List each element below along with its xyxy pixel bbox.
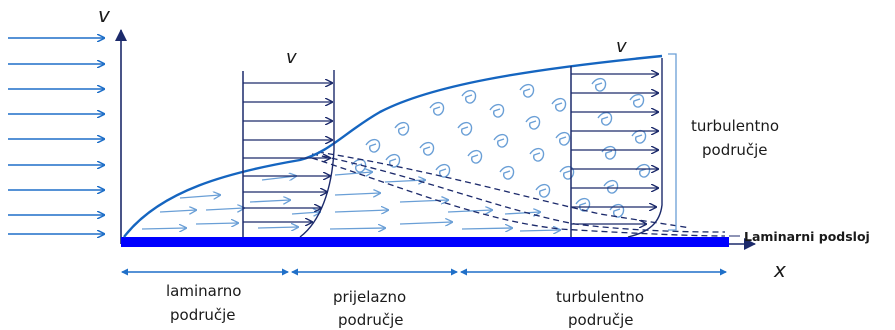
- laminar-profile-curve: [299, 70, 335, 238]
- eddy: [493, 133, 509, 148]
- eddy: [525, 115, 541, 130]
- flow-arrow: [141, 228, 186, 229]
- x-axis-label: x: [773, 258, 786, 282]
- eddy: [535, 183, 551, 198]
- flow-arrow: [179, 195, 220, 198]
- flow-arrow: [399, 222, 452, 224]
- eddy: [435, 163, 451, 178]
- region-label-turbulent-line1: turbulentno: [556, 288, 644, 306]
- flow-arrow: [519, 230, 560, 231]
- eddy: [601, 145, 617, 160]
- dashed-boundary: [311, 153, 726, 233]
- eddy: [635, 163, 651, 178]
- sublayer-dashed-lines: [311, 151, 726, 237]
- flow-arrow: [384, 180, 425, 182]
- flow-arrow: [195, 223, 238, 224]
- eddy: [385, 153, 401, 168]
- region-label-laminar-line1: laminarno: [166, 282, 241, 300]
- eddy: [519, 83, 535, 98]
- eddy: [489, 103, 505, 118]
- laminar-sublayer-label: Laminarni podsloj: [744, 229, 870, 244]
- laminar-flow-arrows: [141, 176, 320, 229]
- eddy: [591, 77, 607, 92]
- eddy: [575, 197, 591, 212]
- eddy: [429, 101, 445, 116]
- laminar-profile-label: v: [286, 47, 297, 68]
- flow-arrow: [461, 228, 512, 229]
- turbulent-eddies: [351, 77, 651, 218]
- flow-arrow: [447, 210, 492, 212]
- flow-arrow: [249, 200, 290, 202]
- flow-arrow: [261, 176, 296, 180]
- eddy: [597, 111, 613, 126]
- turbulent-side-label-line1: turbulentno: [691, 117, 779, 135]
- flow-arrow: [257, 227, 298, 228]
- eddy: [555, 131, 571, 146]
- eddy: [467, 149, 483, 164]
- dashed-boundary: [317, 151, 691, 229]
- eddy: [631, 129, 647, 144]
- flow-arrow: [291, 212, 320, 214]
- eddy: [551, 97, 567, 112]
- eddy: [419, 141, 435, 156]
- region-label-transition-line2: područje: [338, 311, 404, 329]
- flow-arrow: [399, 200, 448, 202]
- eddy: [365, 138, 381, 153]
- region-label-turbulent-line2: područje: [568, 311, 634, 329]
- eddy: [629, 93, 645, 108]
- eddy: [461, 89, 477, 104]
- y-axis-label: v: [98, 3, 111, 27]
- flow-arrow: [329, 228, 385, 229]
- eddy: [603, 179, 619, 194]
- free-stream-arrows: [8, 38, 104, 234]
- turbulent-side-label-line2: područje: [702, 141, 768, 159]
- flat-plate: [121, 237, 729, 247]
- eddy: [351, 158, 367, 173]
- turbulent-profile-curve: [627, 58, 663, 238]
- region-label-laminar-line2: područje: [170, 306, 236, 324]
- flow-arrow: [334, 193, 380, 195]
- eddy: [394, 121, 410, 136]
- laminar-velocity-profile: v: [242, 47, 335, 238]
- boundary-layer-edge: [123, 54, 663, 238]
- eddy: [559, 165, 575, 180]
- eddy: [609, 203, 625, 218]
- eddy: [457, 121, 473, 136]
- region-label-transition-line1: prijelazno: [333, 288, 406, 306]
- eddy: [499, 165, 515, 180]
- turbulent-bracket: [668, 53, 677, 231]
- flow-arrow: [504, 212, 540, 214]
- turbulent-profile-label: v: [616, 36, 627, 57]
- flow-arrow: [334, 210, 388, 212]
- flow-arrow: [334, 172, 372, 175]
- turbulent-velocity-profile: v: [570, 36, 663, 238]
- dashed-boundary: [311, 157, 726, 237]
- flow-arrow: [205, 208, 244, 210]
- flow-arrow: [159, 210, 196, 212]
- transition-flow-arrows: [329, 172, 560, 231]
- eddy: [529, 147, 545, 162]
